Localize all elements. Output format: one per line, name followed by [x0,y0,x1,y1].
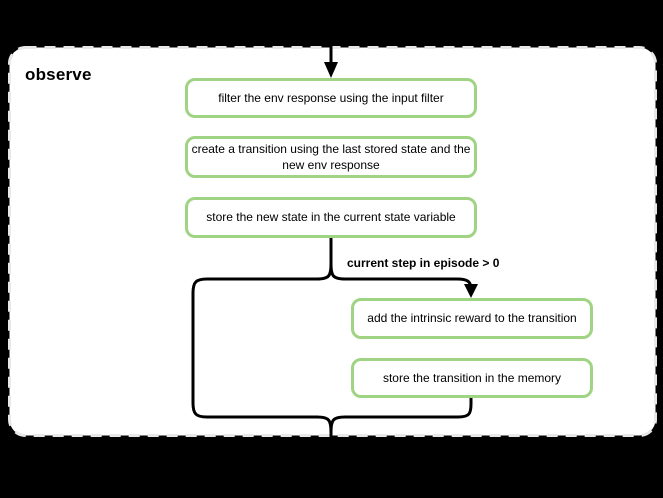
condition-arrowhead-icon [464,284,478,298]
flow-node-create-transition: create a transition using the last store… [185,136,477,178]
panel-title: observe [25,65,92,84]
flow-node-add-intrinsic-reward: add the intrinsic reward to the transiti… [351,298,593,339]
skip-branch-connector [191,263,333,433]
condition-branch-connector [329,263,473,290]
entry-arrowhead-icon [324,62,338,78]
memory-exit-connector [329,398,473,433]
flow-node-filter-env-response: filter the env response using the input … [185,78,477,118]
condition-branch-label: current step in episode > 0 [347,256,500,270]
flow-node-store-transition-memory: store the transition in the memory [351,358,593,398]
flow-node-store-new-state: store the new state in the current state… [185,197,477,238]
